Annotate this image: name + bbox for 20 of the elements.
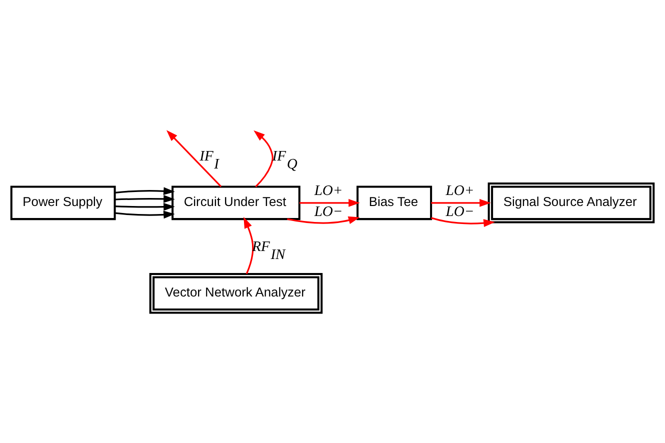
arrow	[115, 202, 175, 210]
edge-label: LO+	[314, 182, 343, 199]
arrow	[287, 216, 360, 224]
edge-label: LO−	[446, 204, 474, 220]
node-box: Circuit Under Test	[172, 185, 300, 220]
arrow	[115, 210, 175, 218]
arrow	[431, 198, 491, 206]
edge-label: LO+	[446, 182, 474, 199]
node-box: Signal Source Analyzer	[488, 182, 655, 223]
arrow	[115, 186, 175, 195]
arrow	[244, 216, 254, 274]
arrow	[166, 130, 222, 187]
arrow	[431, 216, 495, 227]
node-box: Vector Network Analyzer	[149, 272, 323, 314]
arrow	[299, 198, 360, 206]
node-box: Power Supply	[10, 185, 116, 220]
arrow	[115, 194, 175, 202]
arrow	[254, 130, 274, 187]
edge-label: LO−	[314, 204, 343, 220]
node-box: Bias Tee	[356, 185, 432, 220]
